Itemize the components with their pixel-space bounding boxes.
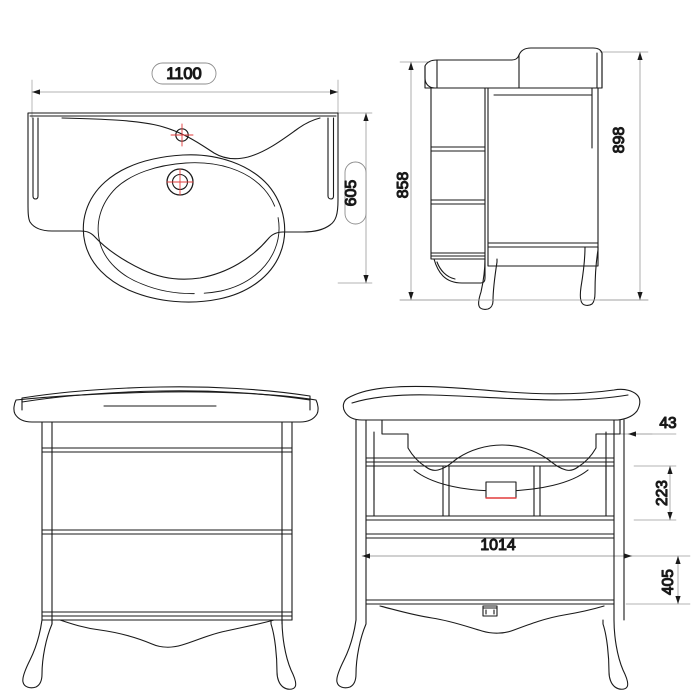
section-extension-lines xyxy=(369,433,691,605)
dimension-callout-box xyxy=(151,62,217,85)
front-counter-front-edge xyxy=(13,391,319,423)
dimension-value-898: 898 xyxy=(611,127,628,154)
section-compartments xyxy=(365,457,615,521)
dimension-value-43: 43 xyxy=(659,415,676,432)
basin-outer-outline xyxy=(27,112,339,280)
dimension-lower-height-405: 405 xyxy=(659,555,681,605)
section-basin-top-inner xyxy=(351,394,629,404)
side-leg-rear xyxy=(478,258,498,310)
washbasin-top-view: 1100 605 xyxy=(27,62,373,303)
vanity-front-view-section: 43 223 405 1014 xyxy=(336,385,691,690)
vanity-front-view-closed xyxy=(13,386,319,690)
dimension-top-offset-43: 43 xyxy=(627,414,677,437)
section-leg-right xyxy=(602,619,629,690)
section-drain-spigot xyxy=(485,481,517,499)
side-basin-lip-line xyxy=(436,54,520,89)
front-leg-left xyxy=(22,619,53,689)
front-drawer-lower xyxy=(41,611,293,617)
front-leg-right xyxy=(270,619,297,690)
side-leg-front xyxy=(579,246,599,306)
section-basin-bowl xyxy=(381,419,621,471)
front-apron xyxy=(59,619,275,648)
tap-hole xyxy=(170,123,194,147)
section-leg-left xyxy=(336,619,367,689)
basin-bowl-rim-inner xyxy=(97,162,280,295)
dimension-top-height-858: 858 xyxy=(394,61,414,301)
section-basin-top xyxy=(342,385,641,421)
dimension-callout-box xyxy=(344,161,367,225)
dimension-value-223: 223 xyxy=(654,480,671,506)
side-shelf-tower xyxy=(430,87,486,260)
basin-counter-wave xyxy=(61,117,321,160)
side-left-apron-inner xyxy=(436,261,456,280)
front-carcass xyxy=(41,421,293,621)
section-centre-hardware xyxy=(482,605,498,617)
dimension-value-405: 405 xyxy=(660,569,677,595)
side-left-apron xyxy=(433,258,486,284)
front-drawer-upper xyxy=(41,447,293,535)
side-basin-top-profile xyxy=(424,47,603,89)
side-basin-underside xyxy=(424,65,436,89)
dimension-depth-605: 605 xyxy=(342,112,369,284)
basin-right-rail xyxy=(327,117,335,200)
dimension-width-1100: 1100 xyxy=(31,62,339,95)
dimension-total-height-898: 898 xyxy=(610,51,643,301)
vanity-side-view: 858 898 xyxy=(394,47,649,310)
drain-hole xyxy=(166,168,194,196)
dimension-value-1014: 1014 xyxy=(480,537,516,554)
dimension-value-1100: 1100 xyxy=(166,65,201,83)
section-lower-drawer xyxy=(365,533,615,605)
top-view-extension-lines xyxy=(31,79,373,284)
dimension-inner-width-1014: 1014 xyxy=(361,536,633,559)
section-apron xyxy=(379,605,605,634)
basin-bowl-rim-outer xyxy=(82,154,286,303)
dimension-shelf-height-223: 223 xyxy=(653,465,673,521)
dimension-value-858: 858 xyxy=(395,172,412,199)
side-basin-front-drop xyxy=(596,52,603,89)
dimension-value-605: 605 xyxy=(343,180,360,207)
side-main-carcass xyxy=(487,87,599,267)
basin-left-rail xyxy=(32,117,39,200)
